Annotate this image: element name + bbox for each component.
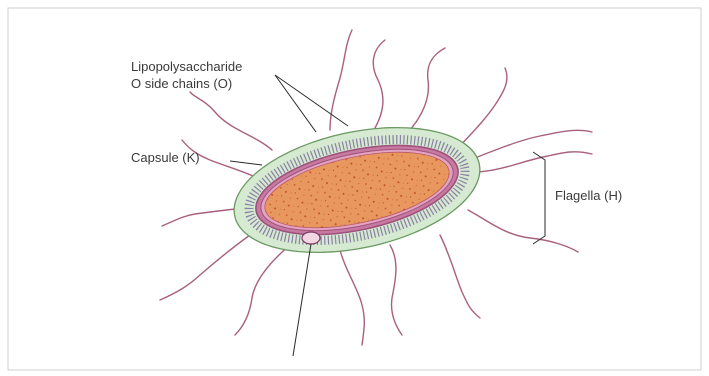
flagellum (235, 245, 290, 335)
capsule-leader (230, 161, 262, 165)
basal-body (302, 232, 320, 244)
flagellum (478, 152, 592, 172)
flagellum (160, 235, 250, 300)
flagella-label: Flagella (H) (555, 188, 622, 203)
lps-leader-right (275, 75, 348, 126)
capsule-label: Capsule (K) (131, 150, 200, 165)
flagellum (468, 210, 578, 252)
flagellum (190, 92, 272, 150)
flagellum (410, 48, 445, 130)
flagellum (373, 40, 385, 128)
flagella-bracket (533, 152, 545, 244)
flagellum (470, 130, 592, 160)
flagellum (330, 30, 352, 130)
flagellum (162, 208, 245, 226)
lps-label-line2: O side chains (O) (131, 76, 232, 91)
flagellum (390, 245, 402, 335)
flagellum (340, 250, 364, 345)
flagellum (458, 68, 507, 148)
bottom-leader (293, 244, 311, 356)
lps-leader-left (275, 75, 316, 132)
flagellum (440, 235, 480, 318)
lps-label-line1: Lipopolysaccharide (131, 59, 242, 74)
